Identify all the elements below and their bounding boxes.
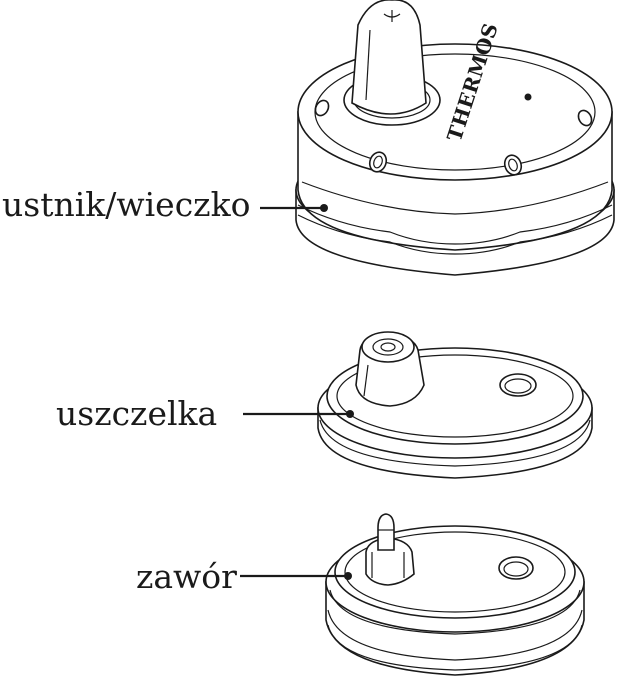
hole-icon [499, 557, 533, 579]
leader-dot-seal [346, 410, 354, 418]
label-seal: uszczelka [56, 394, 354, 433]
label-seal-text: uszczelka [56, 394, 217, 433]
air-vent-dot [525, 94, 532, 101]
label-lid: ustnik/wieczko [2, 185, 328, 224]
valve-part [326, 514, 584, 675]
hole-icon [500, 374, 536, 396]
seal-part [318, 332, 592, 478]
leader-dot-valve [344, 572, 352, 580]
label-valve: zawór [136, 557, 352, 596]
label-valve-text: zawór [136, 557, 237, 596]
lid-part: THERMOS [296, 0, 614, 275]
label-lid-text: ustnik/wieczko [2, 185, 250, 224]
leader-dot-lid [320, 204, 328, 212]
